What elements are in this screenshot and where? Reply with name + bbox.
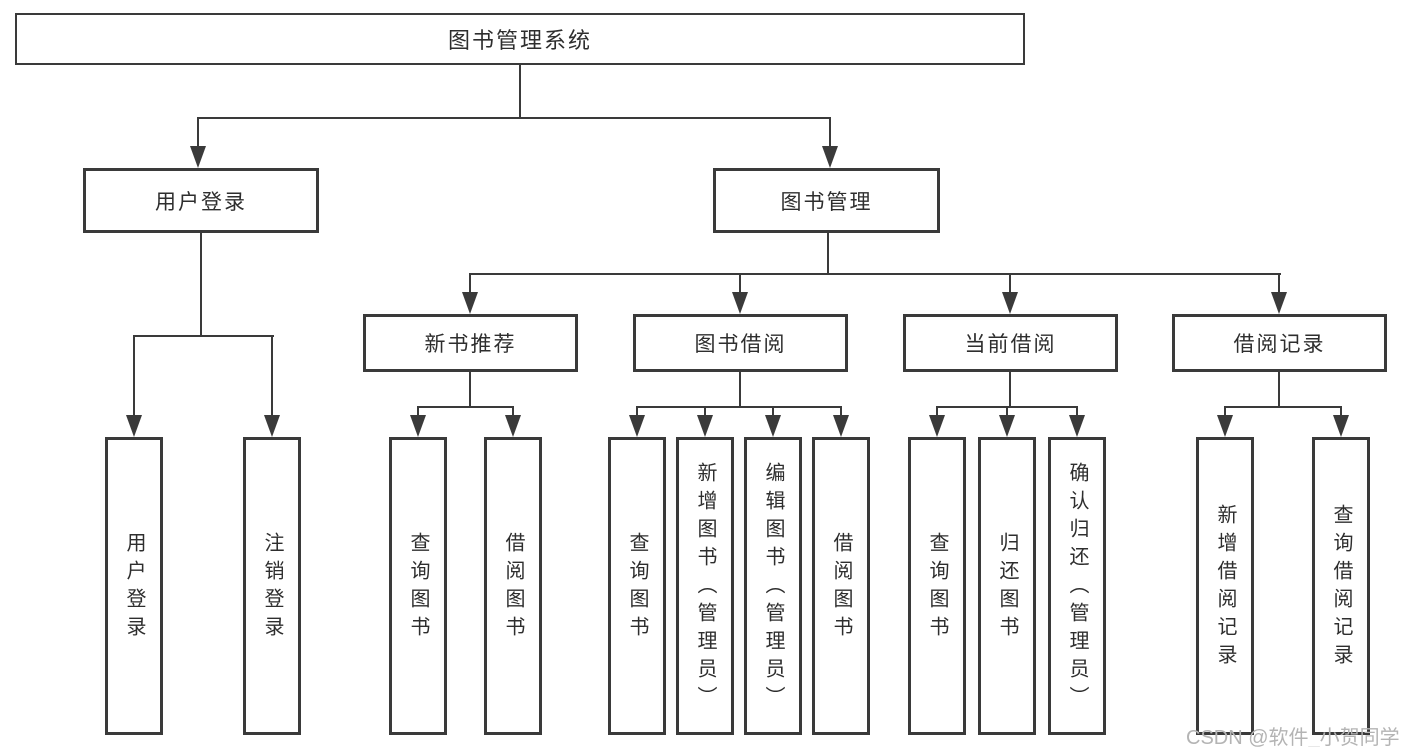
connector-line: [417, 406, 419, 416]
node-query-books-borrow: 查询图书: [608, 437, 666, 735]
connector-line: [936, 406, 938, 416]
connector-arrow-down-icon: [126, 415, 142, 437]
node-query-books-current: 查询图书: [908, 437, 966, 735]
connector-arrow-down-icon: [629, 415, 645, 437]
node-return-books: 归还图书: [978, 437, 1036, 735]
connector-line: [1009, 372, 1011, 408]
node-add-borrow-record: 新增借阅记录: [1196, 437, 1254, 735]
connector-line: [636, 406, 842, 408]
connector-arrow-down-icon: [264, 415, 280, 437]
connector-arrow-down-icon: [732, 292, 748, 314]
node-book-management: 图书管理: [713, 168, 940, 233]
connector-line: [1224, 406, 1342, 408]
connector-line: [1340, 406, 1342, 416]
connector-line: [200, 233, 202, 337]
node-root: 图书管理系统: [15, 13, 1025, 65]
connector-line: [133, 335, 274, 337]
connector-line: [636, 406, 638, 416]
connector-line: [827, 233, 829, 275]
connector-arrow-down-icon: [1069, 415, 1085, 437]
connector-line: [469, 273, 471, 295]
node-user-login-action: 用户登录: [105, 437, 163, 735]
node-confirm-return-admin: 确认归还（管理员）: [1048, 437, 1106, 735]
node-query-borrow-record: 查询借阅记录: [1312, 437, 1370, 735]
node-borrow-books-recommend: 借阅图书: [484, 437, 542, 735]
node-user-login: 用户登录: [83, 168, 319, 233]
connector-line: [772, 406, 774, 416]
connector-line: [739, 372, 741, 408]
connector-line: [1009, 273, 1011, 295]
connector-line: [1278, 372, 1280, 408]
connector-line: [739, 273, 741, 295]
connector-arrow-down-icon: [999, 415, 1015, 437]
node-new-book-recommend: 新书推荐: [363, 314, 578, 372]
node-book-borrow: 图书借阅: [633, 314, 848, 372]
connector-line: [704, 406, 706, 416]
connector-line: [512, 406, 514, 416]
node-borrow-record: 借阅记录: [1172, 314, 1387, 372]
connector-line: [1278, 273, 1280, 295]
connector-line: [469, 372, 471, 408]
connector-arrow-down-icon: [1333, 415, 1349, 437]
connector-line: [1006, 406, 1008, 416]
node-query-books-recommend: 查询图书: [389, 437, 447, 735]
connector-arrow-down-icon: [697, 415, 713, 437]
connector-arrow-down-icon: [410, 415, 426, 437]
connector-arrow-down-icon: [462, 292, 478, 314]
connector-line: [519, 65, 521, 119]
connector-line: [417, 406, 514, 408]
connector-line: [829, 117, 831, 148]
node-logout-action: 注销登录: [243, 437, 301, 735]
connector-arrow-down-icon: [1271, 292, 1287, 314]
connector-line: [271, 335, 273, 417]
connector-arrow-down-icon: [833, 415, 849, 437]
connector-arrow-down-icon: [505, 415, 521, 437]
node-add-books-admin: 新增图书（管理员）: [676, 437, 734, 735]
connector-arrow-down-icon: [929, 415, 945, 437]
connector-line: [469, 273, 1281, 275]
connector-line: [197, 117, 199, 148]
watermark: CSDN @软件_小贺同学: [1186, 727, 1400, 747]
node-current-borrow: 当前借阅: [903, 314, 1118, 372]
node-edit-books-admin: 编辑图书（管理员）: [744, 437, 802, 735]
connector-line: [840, 406, 842, 416]
connector-arrow-down-icon: [190, 146, 206, 168]
connector-line: [197, 117, 831, 119]
connector-arrow-down-icon: [822, 146, 838, 168]
connector-arrow-down-icon: [1217, 415, 1233, 437]
connector-line: [133, 335, 135, 417]
connector-line: [1076, 406, 1078, 416]
connector-line: [1224, 406, 1226, 416]
connector-arrow-down-icon: [1002, 292, 1018, 314]
node-borrow-books-action: 借阅图书: [812, 437, 870, 735]
connector-arrow-down-icon: [765, 415, 781, 437]
